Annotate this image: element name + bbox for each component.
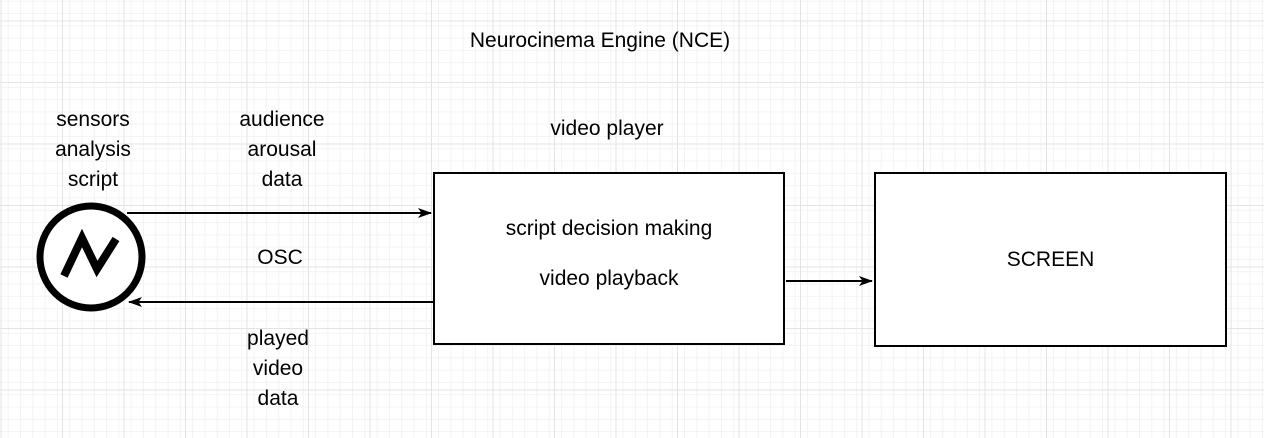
label-sensors-analysis-script: sensors analysis script [55, 108, 131, 191]
player-box-line-video-playback: video playback [539, 266, 679, 290]
label-played-video-data: played video data [247, 327, 309, 410]
zigzag-pulse-icon [60, 228, 120, 278]
diagram-title: Neurocinema Engine (NCE) [469, 29, 731, 52]
video-player-box[interactable]: script decision making video playback [433, 172, 785, 345]
player-box-line-script-decision: script decision making [505, 216, 713, 240]
label-osc: OSC [257, 246, 303, 269]
label-audience-arousal-data: audience arousal data [239, 108, 325, 191]
screen-box[interactable]: SCREEN [874, 172, 1227, 347]
label-video-player: video player [550, 117, 664, 140]
screen-box-label: SCREEN [1006, 247, 1095, 271]
